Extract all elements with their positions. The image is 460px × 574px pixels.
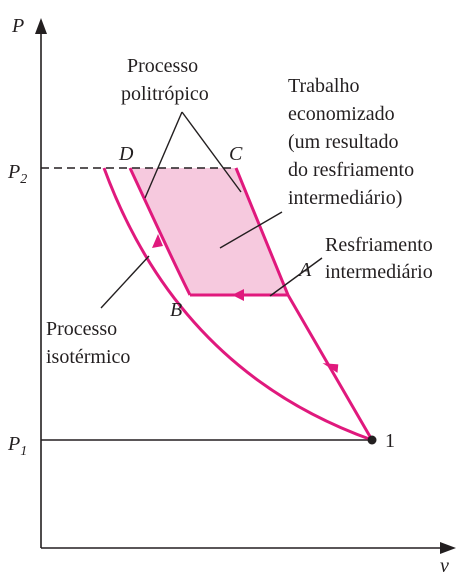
point-c-label: C	[229, 143, 243, 165]
work-saved-label-line-1: Trabalho	[288, 75, 359, 97]
polytropic-label-line-2: politrópico	[121, 83, 209, 105]
point-b-label: B	[170, 299, 182, 321]
polytropic-leader-right	[181, 111, 242, 193]
p1-label: P1	[7, 433, 27, 459]
point-1-label: 1	[385, 430, 395, 452]
point-d-label: D	[118, 143, 134, 165]
isothermal-label-line-2: isotérmico	[46, 346, 130, 368]
work-saved-label-line-4: do resfriamento	[288, 159, 414, 181]
work-saved-region	[130, 168, 288, 295]
arrow-1-to-a	[322, 363, 339, 373]
work-saved-label-line-3: (um resultado	[288, 131, 399, 153]
p2-label: P2	[7, 161, 27, 187]
isothermal-leader	[100, 255, 150, 309]
v-axis-label: v	[440, 555, 449, 574]
intercooling-label-line-2: intermediário	[325, 261, 433, 283]
intercooling-leader	[269, 257, 323, 297]
isothermal-curve	[102, 167, 373, 442]
isothermal-label-line-1: Processo	[46, 318, 117, 340]
work-saved-leader	[219, 211, 283, 249]
arrow-b-to-d	[152, 234, 163, 248]
polytropic-leader-left	[144, 111, 183, 199]
polytropic-curve-b-to-top	[128, 167, 192, 296]
point-a-label: A	[297, 259, 312, 281]
arrow-a-to-b	[232, 289, 244, 301]
v-axis-arrow	[440, 542, 456, 554]
polytropic-label-line-1: Processo	[127, 55, 198, 77]
work-saved-label-line-2: economizado	[288, 103, 395, 125]
p-axis-label: P	[11, 15, 24, 37]
state-point-1	[367, 435, 377, 445]
p-axis-arrow	[35, 18, 47, 34]
work-saved-label-line-5: intermediário)	[288, 187, 402, 209]
intercooling-label-line-1: Resfriamento	[325, 234, 433, 256]
